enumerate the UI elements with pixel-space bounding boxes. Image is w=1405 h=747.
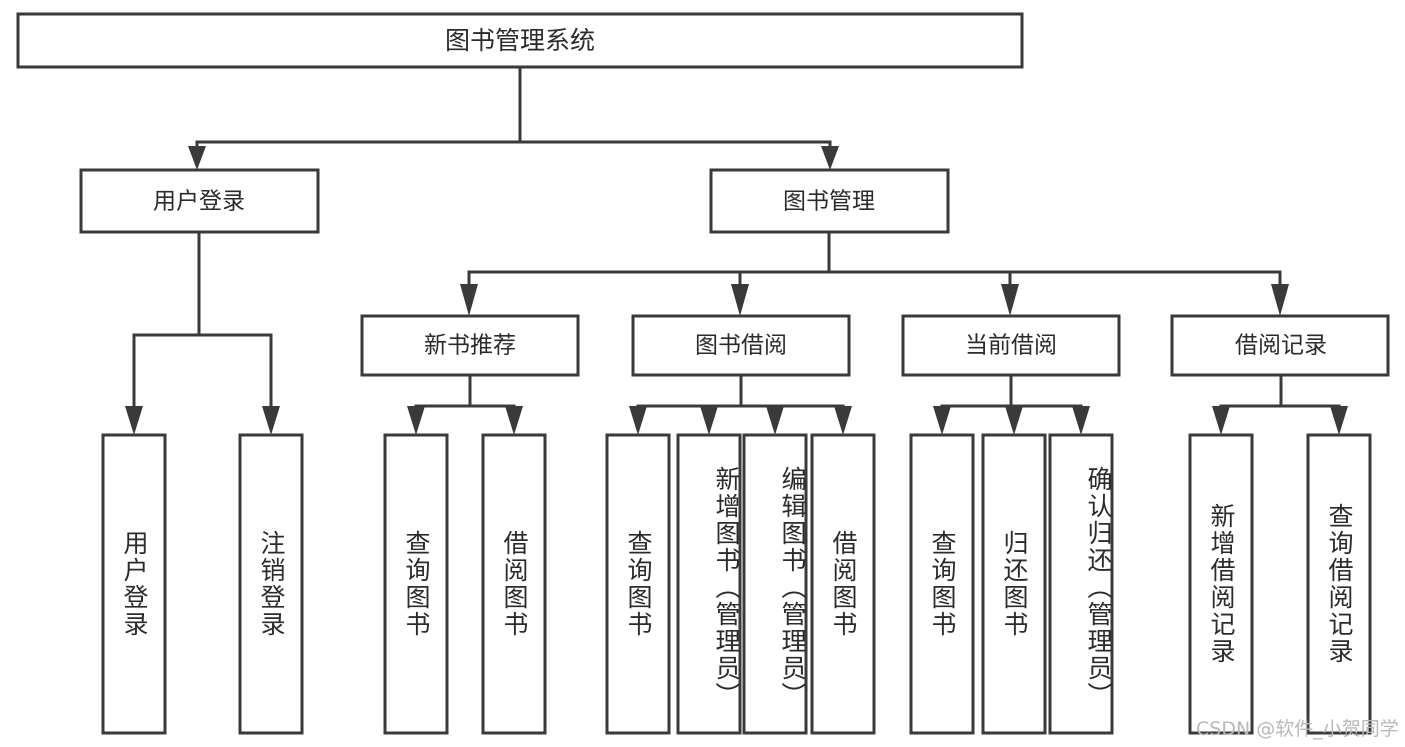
connector-group-user-login — [125, 230, 280, 435]
node-root-box[interactable] — [16, 12, 1024, 69]
node-root-label: 图书管理系统 — [445, 26, 595, 55]
connector-group-current-borrow — [933, 373, 1090, 435]
node-borrow-record-label: 借阅记录 — [1235, 333, 1327, 359]
node-leaf-user-logout-box[interactable] — [238, 433, 304, 735]
arrow-to-borrow-record — [1271, 284, 1289, 316]
node-leaf-user-login-box[interactable] — [101, 433, 167, 735]
node-leaf-edit-book-box[interactable] — [742, 433, 808, 735]
node-user-login[interactable]: 用户登录 — [79, 168, 320, 234]
node-leaf-query-book-3-box[interactable] — [909, 433, 975, 735]
arrow-to-leaf-edit-book — [766, 406, 784, 435]
node-borrow-record[interactable]: 借阅记录 — [1170, 314, 1390, 377]
node-leaf-add-book-box[interactable] — [676, 433, 742, 735]
node-root[interactable]: 图书管理系统 — [16, 12, 1024, 69]
arrow-to-leaf-add-book — [700, 406, 718, 435]
node-new-book-rec[interactable]: 新书推荐 — [360, 314, 580, 377]
arrow-to-leaf-borrow-book-1 — [505, 406, 523, 435]
arrow-to-leaf-return-book — [1005, 406, 1023, 435]
node-leaf-borrow-book-2-box[interactable] — [810, 433, 876, 735]
arrow-to-new-book-rec — [460, 284, 478, 316]
connector-group-book-manage — [460, 230, 1289, 316]
connector-group-book-borrow — [629, 373, 852, 435]
node-book-borrow-box[interactable] — [631, 314, 851, 377]
node-current-borrow[interactable]: 当前借阅 — [901, 314, 1121, 377]
arrow-to-leaf-add-record — [1212, 406, 1230, 435]
arrow-to-book-manage — [821, 146, 839, 170]
arrow-to-leaf-query-book-1 — [407, 406, 425, 435]
arrow-to-current-borrow — [1001, 284, 1019, 316]
arrow-to-leaf-user-login — [125, 406, 143, 435]
node-leaf-query-book-1-box[interactable] — [383, 433, 449, 735]
node-book-manage-label: 图书管理 — [783, 189, 875, 215]
arrow-to-leaf-query-book-3 — [933, 406, 951, 435]
node-user-login-label: 用户登录 — [153, 189, 245, 215]
connector-group-new-book-rec — [407, 373, 523, 435]
node-book-borrow[interactable]: 图书借阅 — [631, 314, 851, 377]
arrow-to-book-borrow — [731, 284, 749, 316]
node-book-manage-box[interactable] — [709, 168, 950, 234]
node-current-borrow-box[interactable] — [901, 314, 1121, 377]
leaf-boxes-group — [101, 433, 1372, 735]
arrow-to-leaf-user-logout — [262, 406, 280, 435]
node-leaf-add-record-box[interactable] — [1188, 433, 1254, 735]
node-leaf-query-book-2-box[interactable] — [605, 433, 671, 735]
node-leaf-return-book-box[interactable] — [981, 433, 1047, 735]
arrow-to-leaf-confirm-return — [1072, 406, 1090, 435]
arrow-to-leaf-query-record — [1330, 406, 1348, 435]
node-current-borrow-label: 当前借阅 — [965, 333, 1057, 359]
node-leaf-borrow-book-1-box[interactable] — [481, 433, 547, 735]
node-new-book-rec-box[interactable] — [360, 314, 580, 377]
node-leaf-query-record-box[interactable] — [1306, 433, 1372, 735]
node-user-login-box[interactable] — [79, 168, 320, 234]
node-book-borrow-label: 图书借阅 — [695, 333, 787, 359]
node-new-book-rec-label: 新书推荐 — [424, 333, 516, 359]
node-book-manage[interactable]: 图书管理 — [709, 168, 950, 234]
connector-group-borrow-record — [1212, 373, 1348, 435]
arrow-to-user-login — [188, 146, 206, 170]
csdn-watermark: CSDN @软件_小贺同学 — [1196, 718, 1399, 740]
arrow-to-leaf-borrow-book-2 — [834, 406, 852, 435]
connector-group-root — [188, 65, 839, 170]
node-borrow-record-box[interactable] — [1170, 314, 1390, 377]
arrow-to-leaf-query-book-2 — [629, 406, 647, 435]
node-leaf-confirm-return-box[interactable] — [1048, 433, 1114, 735]
